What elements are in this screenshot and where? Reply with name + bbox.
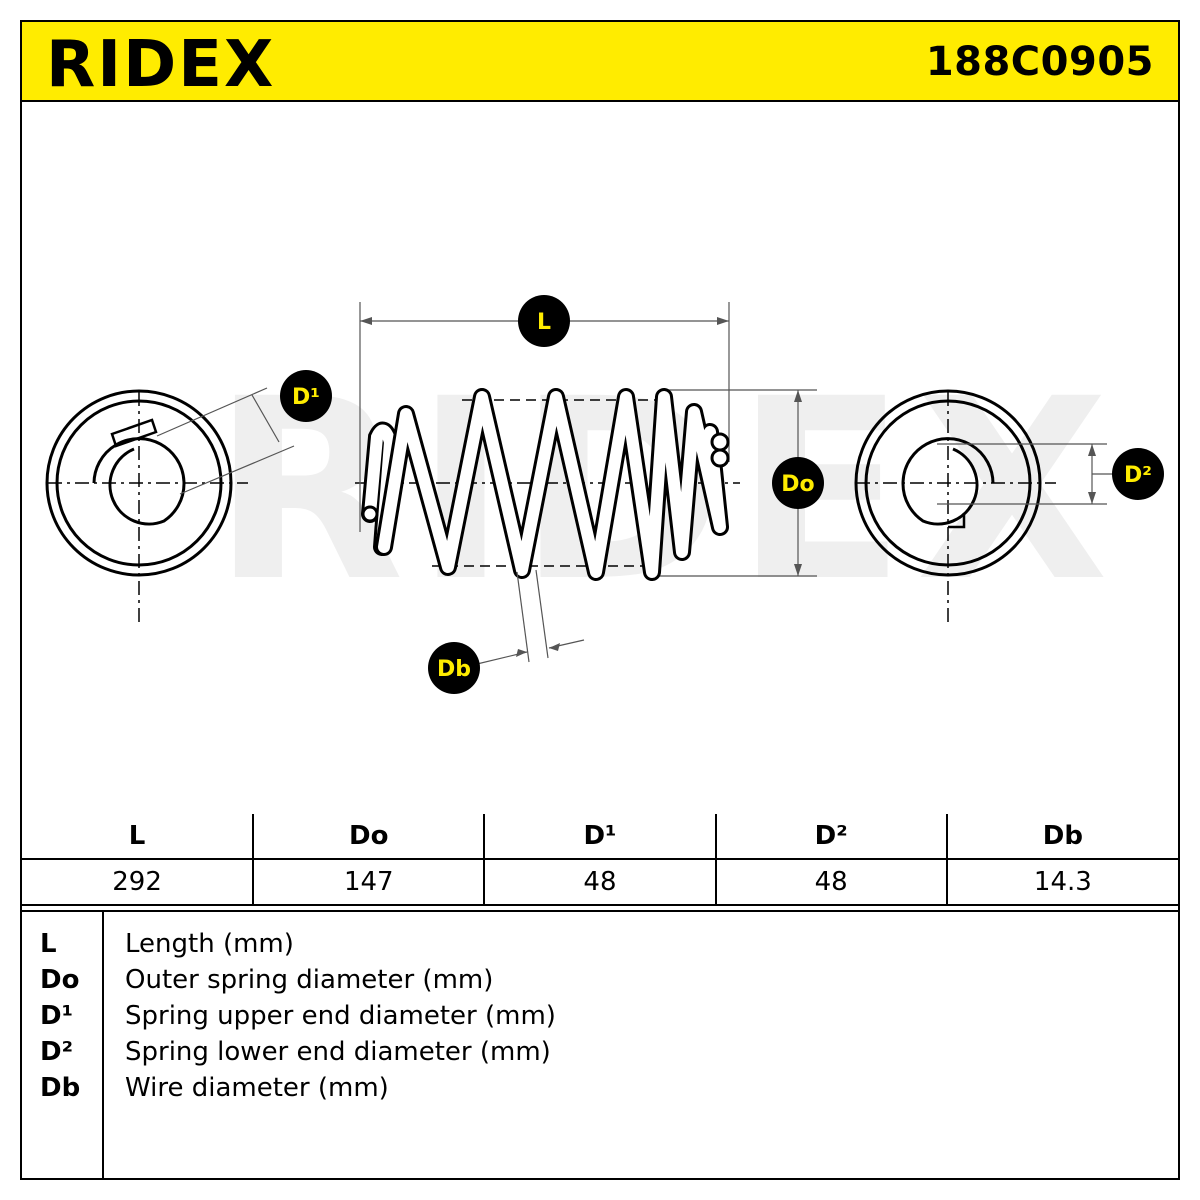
legend-key: Db bbox=[40, 1073, 81, 1103]
legend-key: L bbox=[40, 929, 57, 959]
specs-value-cell: 292 bbox=[22, 858, 255, 906]
d1-badge: D¹ bbox=[280, 370, 332, 422]
specs-value-row: 292 147 48 48 14.3 bbox=[22, 858, 1178, 906]
legend-key: Do bbox=[40, 965, 80, 995]
db-badge: Db bbox=[428, 642, 480, 694]
legend-desc: Outer spring diameter (mm) bbox=[125, 965, 494, 995]
specs-header-cell: D² bbox=[714, 814, 948, 860]
legend-desc: Spring lower end diameter (mm) bbox=[125, 1037, 551, 1067]
specs-header-cell: Do bbox=[252, 814, 486, 860]
legend-item: D¹ Spring upper end diameter (mm) bbox=[22, 998, 1178, 1034]
product-sheet: RIDEX 188C0905 RIDEX D¹ bbox=[20, 20, 1180, 1180]
legend-desc: Wire diameter (mm) bbox=[125, 1073, 389, 1103]
d2-label: D² bbox=[1124, 463, 1152, 488]
specs-header-cell: L bbox=[22, 814, 255, 860]
db-label: Db bbox=[437, 657, 471, 682]
d2-badge: D² bbox=[1112, 448, 1164, 500]
l-label: L bbox=[537, 310, 551, 335]
legend-item: Do Outer spring diameter (mm) bbox=[22, 962, 1178, 998]
legend-desc: Length (mm) bbox=[125, 929, 294, 959]
legend-key: D¹ bbox=[40, 1001, 73, 1031]
specs-table: L Do D¹ D² Db 292 147 48 48 14.3 bbox=[22, 814, 1178, 906]
legend-key: D² bbox=[40, 1037, 73, 1067]
legend-divider bbox=[102, 912, 104, 1178]
upper-end-view bbox=[45, 387, 295, 622]
ridex-logo: RIDEX bbox=[46, 28, 275, 98]
legend-item: Db Wire diameter (mm) bbox=[22, 1070, 1178, 1106]
spring-drawing: RIDEX D¹ bbox=[45, 295, 1164, 694]
header-bar: RIDEX 188C0905 bbox=[22, 22, 1178, 102]
specs-header-cell: Db bbox=[945, 814, 1178, 860]
legend: L Length (mm) Do Outer spring diameter (… bbox=[22, 910, 1178, 1178]
do-badge: Do bbox=[772, 457, 824, 509]
specs-header-row: L Do D¹ D² Db bbox=[22, 814, 1178, 860]
legend-item: L Length (mm) bbox=[22, 926, 1178, 962]
specs-value-cell: 48 bbox=[483, 858, 717, 906]
specs-header-cell: D¹ bbox=[483, 814, 717, 860]
legend-item: D² Spring lower end diameter (mm) bbox=[22, 1034, 1178, 1070]
lower-end-view bbox=[854, 389, 1114, 622]
legend-desc: Spring upper end diameter (mm) bbox=[125, 1001, 556, 1031]
specs-value-cell: 48 bbox=[714, 858, 948, 906]
d1-label: D¹ bbox=[292, 385, 320, 410]
specs-value-cell: 147 bbox=[252, 858, 486, 906]
specs-value-cell: 14.3 bbox=[945, 858, 1178, 906]
do-label: Do bbox=[781, 472, 814, 497]
part-number: 188C0905 bbox=[925, 39, 1154, 85]
l-badge: L bbox=[518, 295, 570, 347]
brand-logo-text: RIDEX bbox=[46, 28, 275, 98]
